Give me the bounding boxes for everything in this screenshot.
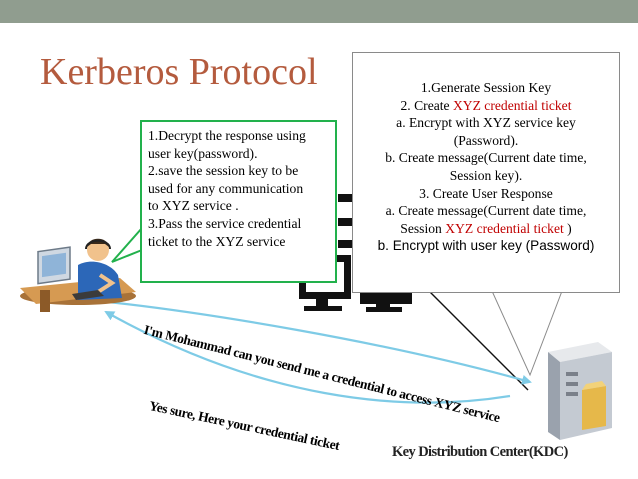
kdc-bubble-line: a. Create message(Current date time, [385,203,587,219]
client-bubble-line: to XYZ service . [148,198,239,214]
client-bubble-text: 1.Decrypt the response using user key(pa… [148,127,334,250]
connection-line [419,281,529,391]
kdc-bubble-line: 2. Create XYZ credential ticket [354,97,618,115]
client-bubble-line: ticket to the XYZ service [148,233,286,249]
kdc-line-suffix: ) [563,220,572,236]
response-arrow [104,311,511,404]
kdc-line-prefix: Session [400,220,446,236]
client-bubble-line: 2.save the session key to be [148,163,299,179]
client-bubble-line: 1.Decrypt the response using [148,128,306,143]
client-bubble-line: user key(password). [148,145,258,161]
client-bubble-line: used for any communication [148,180,304,196]
kdc-bubble-line: (Password). [453,132,519,148]
kdc-bubble-text: 1.Generate Session Key 2. Create XYZ cre… [354,79,618,255]
bubble-tail-left [111,225,143,263]
server-icon [548,342,612,440]
slide-title: Kerberos Protocol [40,51,318,93]
request-arrow [107,300,532,385]
kdc-bubble-line: Session key). [449,167,523,183]
kdc-speech-bubble [352,52,620,293]
kdc-line-prefix: 2. Create [400,97,453,113]
client-bubble-line: 3.Pass the service credential [148,215,302,231]
user-at-desk-icon [20,238,136,312]
kdc-bubble-line: 1.Generate Session Key [420,80,552,95]
kdc-label: Key Distribution Center(KDC) [392,444,568,460]
client-speech-bubble [140,120,337,283]
credential-ticket-highlight: XYZ credential ticket [445,220,564,236]
kdc-bubble-line: 3. Create User Response [419,185,553,201]
kdc-bubble-line: Session XYZ credential ticket ) [354,220,618,238]
kdc-bubble-line: a. Encrypt with XYZ service key [396,115,576,131]
kdc-bubble-line: b. Create message(Current date time, [385,150,587,166]
top-bar [0,0,638,23]
network-port-icon [338,218,354,226]
credential-ticket-highlight: XYZ credential ticket [452,97,572,113]
network-port-icon [338,194,354,202]
network-port-icon [338,240,354,248]
kdc-bubble-line: b. Encrypt with user key (Password) [377,238,595,254]
